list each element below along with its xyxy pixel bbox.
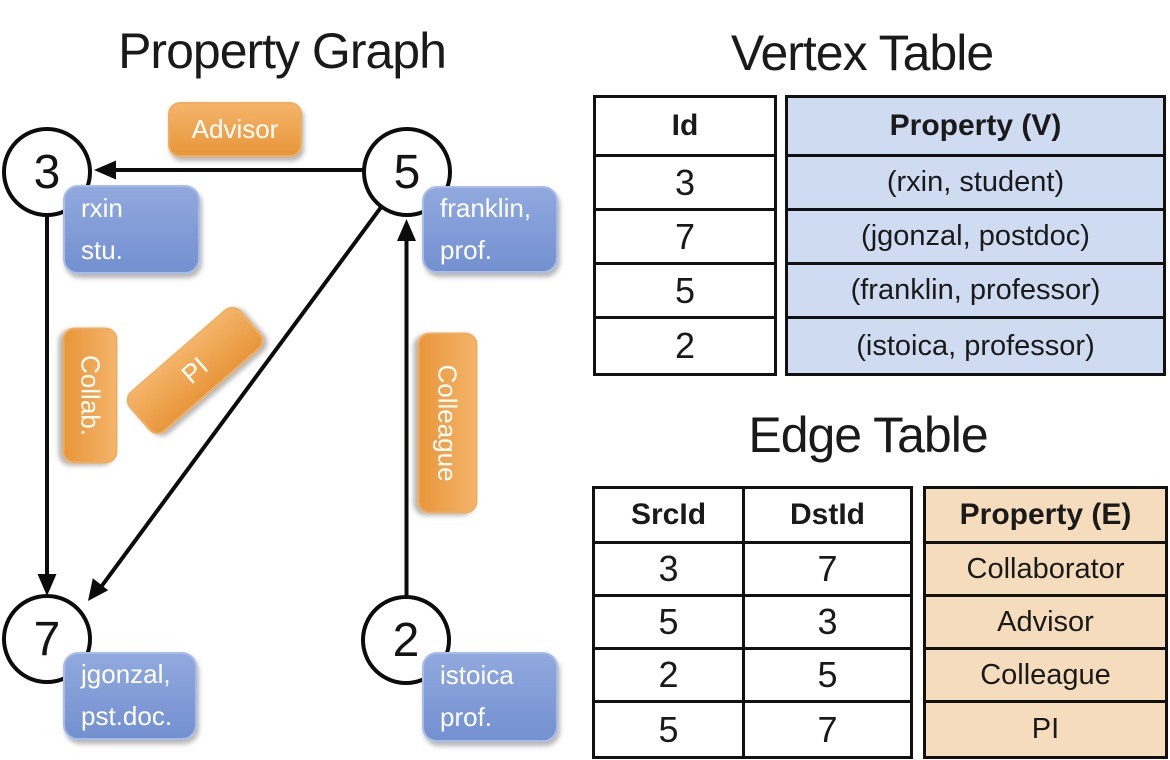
edge-table-header-srcid: SrcId xyxy=(595,489,745,541)
vertex-card-istoica-line1: istoica xyxy=(440,660,514,691)
edge-table-property-cell: Advisor xyxy=(926,597,1165,650)
vertex-card-rxin: rxin stu. xyxy=(63,185,200,274)
edge-label-advisor: Advisor xyxy=(168,102,302,157)
edge-table-property-cell: Colleague xyxy=(926,650,1165,703)
vertex-table-header-id: Id xyxy=(596,98,774,157)
vertex-table-property-cell: (franklin, professor) xyxy=(788,265,1163,319)
edge-label-advisor-text: Advisor xyxy=(191,114,279,144)
edge-table-property-cell: Collaborator xyxy=(926,544,1165,597)
vertex-node-7-id: 7 xyxy=(33,612,61,666)
edge-table-header-row: SrcId DstId xyxy=(595,489,910,544)
vertex-table-id-column: Id 3 7 5 2 xyxy=(593,95,777,376)
edge-table-id-columns: SrcId DstId 3 7 5 3 2 5 5 7 xyxy=(592,486,913,759)
edge-table-property-column: Property (E) Collaborator Advisor Collea… xyxy=(923,486,1168,759)
edge-table-dst-cell: 7 xyxy=(817,548,838,589)
edge-table-dst-cell: 5 xyxy=(817,654,838,695)
edge-table-title: Edge Table xyxy=(748,407,988,463)
vertex-card-jgonzal-line1: jgonzal, xyxy=(81,659,171,690)
edge-table-dst-cell: 3 xyxy=(817,601,838,642)
edge-table-src-cell: 5 xyxy=(595,703,745,756)
vertex-card-franklin-line2: prof. xyxy=(440,234,493,265)
vertex-table-property-cell: (rxin, student) xyxy=(788,157,1163,211)
vertex-table-property-cell: (jgonzal, postdoc) xyxy=(788,211,1163,265)
vertex-card-jgonzal-line2: pst.doc. xyxy=(81,701,173,731)
edge-table-header-dstid: DstId xyxy=(790,498,865,531)
edge-label-pi-text: PI xyxy=(175,350,214,390)
edge-label-colleague-text: Colleague xyxy=(433,364,463,482)
edge-3-to-7 xyxy=(37,200,57,596)
edge-label-collab-text: Collab. xyxy=(75,355,106,436)
edge-table-property-cell: PI xyxy=(1031,713,1060,745)
edge-label-colleague: Colleague xyxy=(417,332,478,514)
edge-5-to-7 xyxy=(88,170,409,601)
vertex-node-2: 2 xyxy=(361,595,451,685)
vertex-node-2-id: 2 xyxy=(392,613,420,667)
edge-table-src-cell: 3 xyxy=(595,544,745,594)
vertex-table-id-cell: 3 xyxy=(596,157,774,211)
vertex-card-rxin-line2: stu. xyxy=(81,234,123,265)
vertex-table-property-column: Property (V) (rxin, student) (jgonzal, p… xyxy=(785,95,1166,376)
edge-table-dst-cell: 7 xyxy=(817,708,838,750)
edge-5-to-3 xyxy=(94,160,407,180)
edge-table-row: 3 7 xyxy=(595,544,910,597)
edge-table-src-cell: 5 xyxy=(595,597,745,647)
vertex-card-franklin: franklin, prof. xyxy=(422,186,558,273)
vertex-table-id-cell: 2 xyxy=(674,325,696,366)
vertex-card-jgonzal: jgonzal, pst.doc. xyxy=(63,652,197,740)
vertex-table-property-cell: (istoica, professor) xyxy=(856,329,1095,362)
vertex-card-franklin-line1: franklin, xyxy=(440,192,532,223)
vertex-card-istoica: istoica prof. xyxy=(422,652,558,742)
vertex-node-3-id: 3 xyxy=(33,145,61,199)
vertex-table-id-cell: 7 xyxy=(596,211,774,265)
vertex-table-id-cell: 5 xyxy=(596,265,774,319)
vertex-table-header-property: Property (V) xyxy=(788,98,1163,157)
vertex-card-rxin-line1: rxin xyxy=(81,192,123,223)
edge-2-to-5 xyxy=(397,219,416,612)
vertex-card-istoica-line2: prof. xyxy=(440,702,493,732)
edge-table-src-cell: 2 xyxy=(595,650,745,700)
vertex-table-title: Vertex Table xyxy=(730,25,994,81)
edge-label-collab: Collab. xyxy=(62,327,118,464)
edge-table-header-property: Property (E) xyxy=(926,489,1165,544)
property-graph-title: Property Graph xyxy=(118,23,447,79)
edge-table-row: 5 7 xyxy=(595,703,910,756)
edge-table-row: 2 5 xyxy=(595,650,910,703)
edge-table-row: 5 3 xyxy=(595,597,910,650)
vertex-node-5-id: 5 xyxy=(393,145,421,199)
